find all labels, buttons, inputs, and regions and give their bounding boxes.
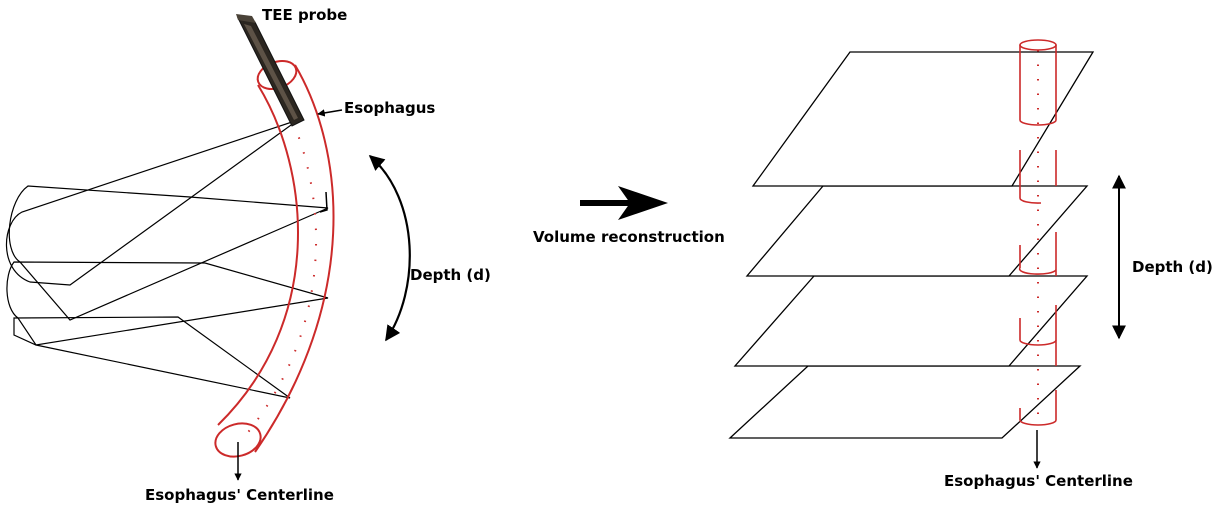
centerline-label-right: Esophagus' Centerline	[944, 472, 1133, 490]
slice-4	[728, 365, 1082, 439]
tee-probe-icon	[236, 14, 305, 127]
reconstruction-slices	[728, 51, 1095, 439]
centerline-label-left: Esophagus' Centerline	[145, 486, 334, 504]
imaging-planes	[5, 119, 329, 399]
depth-label-left: Depth (d)	[410, 266, 491, 284]
arrow-right-icon	[580, 186, 668, 220]
esophagus-outer-wall	[254, 64, 335, 453]
esophagus-bottom-ring	[214, 422, 262, 458]
volume-reconstruction-label: Volume reconstruction	[533, 228, 725, 246]
esophagus-centerline	[244, 94, 318, 437]
imaging-plane-2	[8, 185, 329, 321]
tee-probe-label: TEE probe	[262, 6, 348, 24]
depth-arrow-left	[368, 154, 411, 342]
slice-3	[733, 275, 1089, 367]
acquisition-illustration	[5, 14, 411, 481]
reconstruction-illustration	[728, 39, 1126, 469]
depth-label-right: Depth (d)	[1132, 258, 1213, 276]
slice-2	[745, 185, 1089, 277]
imaging-plane-4	[13, 316, 291, 399]
esophagus-tube	[214, 59, 335, 458]
esophagus-inner-wall	[217, 84, 299, 426]
esophagus-label: Esophagus	[344, 99, 436, 117]
esophagus-pointer-arrow	[317, 109, 343, 117]
slice-1	[751, 51, 1095, 187]
imaging-plane-1	[5, 119, 299, 286]
esophagus-cylinder	[1018, 39, 1057, 426]
